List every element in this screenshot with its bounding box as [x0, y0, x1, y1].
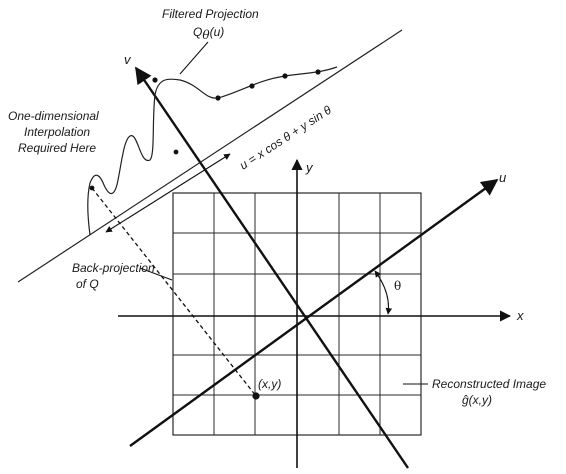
backprojection-label-line-2: of Q: [76, 277, 99, 291]
theta-label: θ: [394, 279, 401, 293]
y-axis-label: y: [305, 160, 314, 175]
projection-baseline: [17, 29, 403, 283]
backprojection-label-line-1: Back-projection: [72, 261, 155, 275]
interpolation-label-line-2: Interpolation: [24, 125, 90, 139]
filtered-projection-title: Filtered Projection: [162, 7, 259, 21]
filtered-projection-symbol: Qθ(u): [193, 25, 224, 42]
interpolation-label-line-3: Required Here: [18, 141, 96, 155]
sample-point: [315, 69, 321, 75]
x-axis-label: x: [516, 308, 524, 323]
sample-point: [249, 83, 255, 89]
sample-point: [173, 149, 179, 155]
v-axis-label: v: [124, 52, 132, 67]
filtered-projection-curve: [87, 66, 338, 236]
back-projection-ray: [91, 187, 257, 397]
reconstructed-image-label: Reconstructed Image: [432, 377, 546, 391]
sample-point: [215, 95, 221, 101]
filtered-projection-leader: [179, 41, 209, 75]
u-axis: [129, 179, 499, 447]
u-axis-label: u: [499, 170, 506, 185]
v-axis: [135, 66, 409, 469]
point-xy-label: (x,y): [258, 377, 281, 391]
u-equation: u = x cos θ + y sin θ: [237, 103, 334, 173]
sample-point: [282, 73, 288, 79]
u-measure-arrow: [105, 153, 231, 233]
reconstructed-point: [252, 392, 260, 400]
interpolation-label-line-1: One-dimensional: [8, 109, 99, 123]
backprojection-leader: [139, 267, 173, 281]
sample-point: [152, 77, 158, 83]
theta-arc: [374, 270, 393, 315]
reconstructed-image-symbol: ĝ(x,y): [462, 393, 492, 407]
